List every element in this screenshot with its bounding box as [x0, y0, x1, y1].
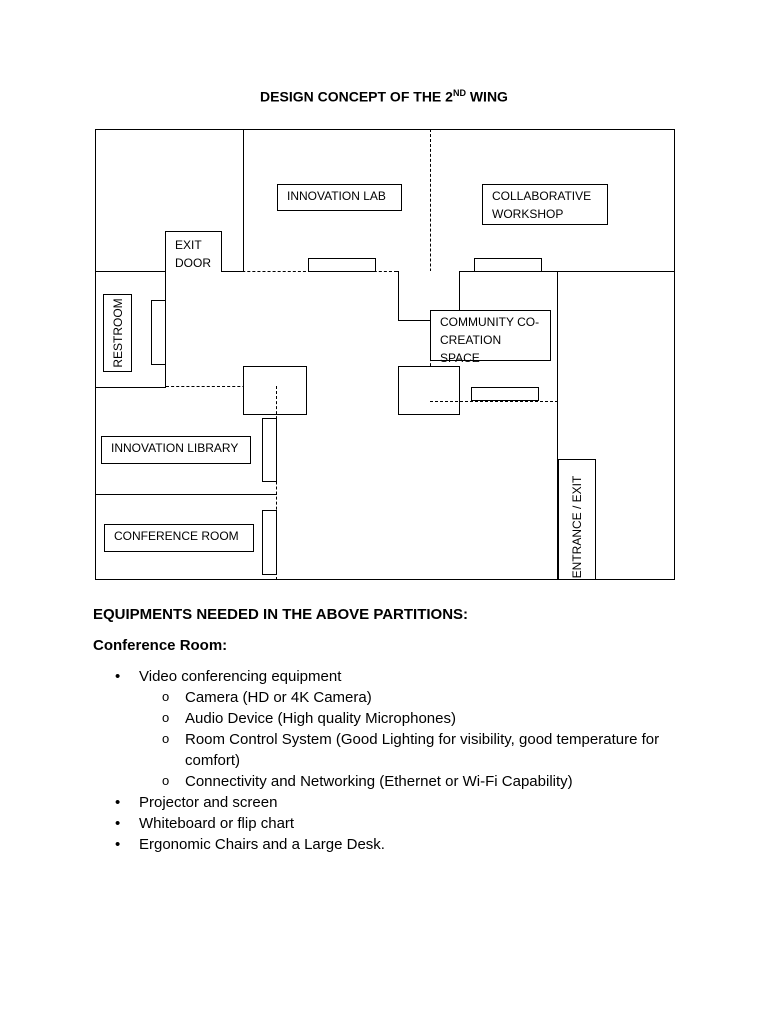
sub-list-item: Room Control System (Good Lighting for v… — [139, 728, 693, 771]
floor-plan: EXIT DOOR INNOVATION LAB COLLABORATIVE W… — [95, 129, 675, 580]
dashed-center-vertical — [276, 386, 277, 580]
exit-door-box — [165, 231, 222, 272]
entrance-exit-label: ENTRANCE / EXIT — [570, 475, 584, 579]
list-item: Projector and screen — [93, 792, 693, 813]
conference-room-label: CONFERENCE ROOM — [104, 524, 254, 552]
sub-list-item: Connectivity and Networking (Ethernet or… — [139, 770, 693, 792]
innovation-lab-label: INNOVATION LAB — [277, 184, 402, 211]
list-item: Video conferencing equipment Camera (HD … — [93, 666, 693, 792]
page-title: DESIGN CONCEPT OF THE 2ND WING — [0, 88, 768, 105]
workshop-desk — [474, 258, 542, 272]
list-item: Ergonomic Chairs and a Large Desk. — [93, 834, 693, 855]
sub-list-item: Camera (HD or 4K Camera) — [139, 686, 693, 708]
corridor-wall — [557, 271, 558, 580]
exit-door-label: EXIT DOOR — [175, 238, 211, 270]
center-table-left — [243, 366, 307, 415]
wall-top-left — [243, 129, 244, 271]
library-wall-bottom — [95, 494, 277, 495]
outer-wall — [95, 129, 675, 580]
community-space-label: COMMUNITY CO-CREATION SPACE — [430, 310, 551, 365]
list-item: Whiteboard or flip chart — [93, 813, 693, 834]
innovation-lab-desk — [308, 258, 376, 272]
equipment-list: Video conferencing equipment Camera (HD … — [93, 666, 693, 855]
restroom-wall-bottom — [95, 387, 166, 388]
restroom-label-box — [103, 294, 132, 372]
community-table-bottom — [398, 366, 460, 415]
title-main: DESIGN CONCEPT OF THE 2 — [260, 88, 453, 105]
title-tail: WING — [465, 88, 508, 105]
community-desk — [471, 387, 539, 401]
title-superscript: ND — [452, 88, 466, 98]
dashed-mid-left — [166, 386, 276, 387]
conference-room-subheading: Conference Room: — [93, 637, 228, 654]
equipment-heading: EQUIPMENTS NEEDED IN THE ABOVE PARTITION… — [93, 606, 469, 623]
restroom-fixture — [151, 300, 166, 365]
entrance-box — [558, 459, 596, 580]
sub-list: Camera (HD or 4K Camera) Audio Device (H… — [139, 686, 693, 792]
conference-screen — [262, 510, 277, 575]
restroom-label: RESTROOM — [111, 298, 125, 368]
dashed-divider-top — [430, 129, 431, 401]
library-shelf — [262, 418, 277, 482]
innovation-library-label: INNOVATION LIBRARY — [101, 436, 251, 464]
sub-list-item: Audio Device (High quality Microphones) — [139, 707, 693, 729]
collaborative-workshop-label: COLLABORATIVE WORKSHOP — [482, 184, 608, 225]
dashed-community-bottom — [430, 401, 558, 402]
